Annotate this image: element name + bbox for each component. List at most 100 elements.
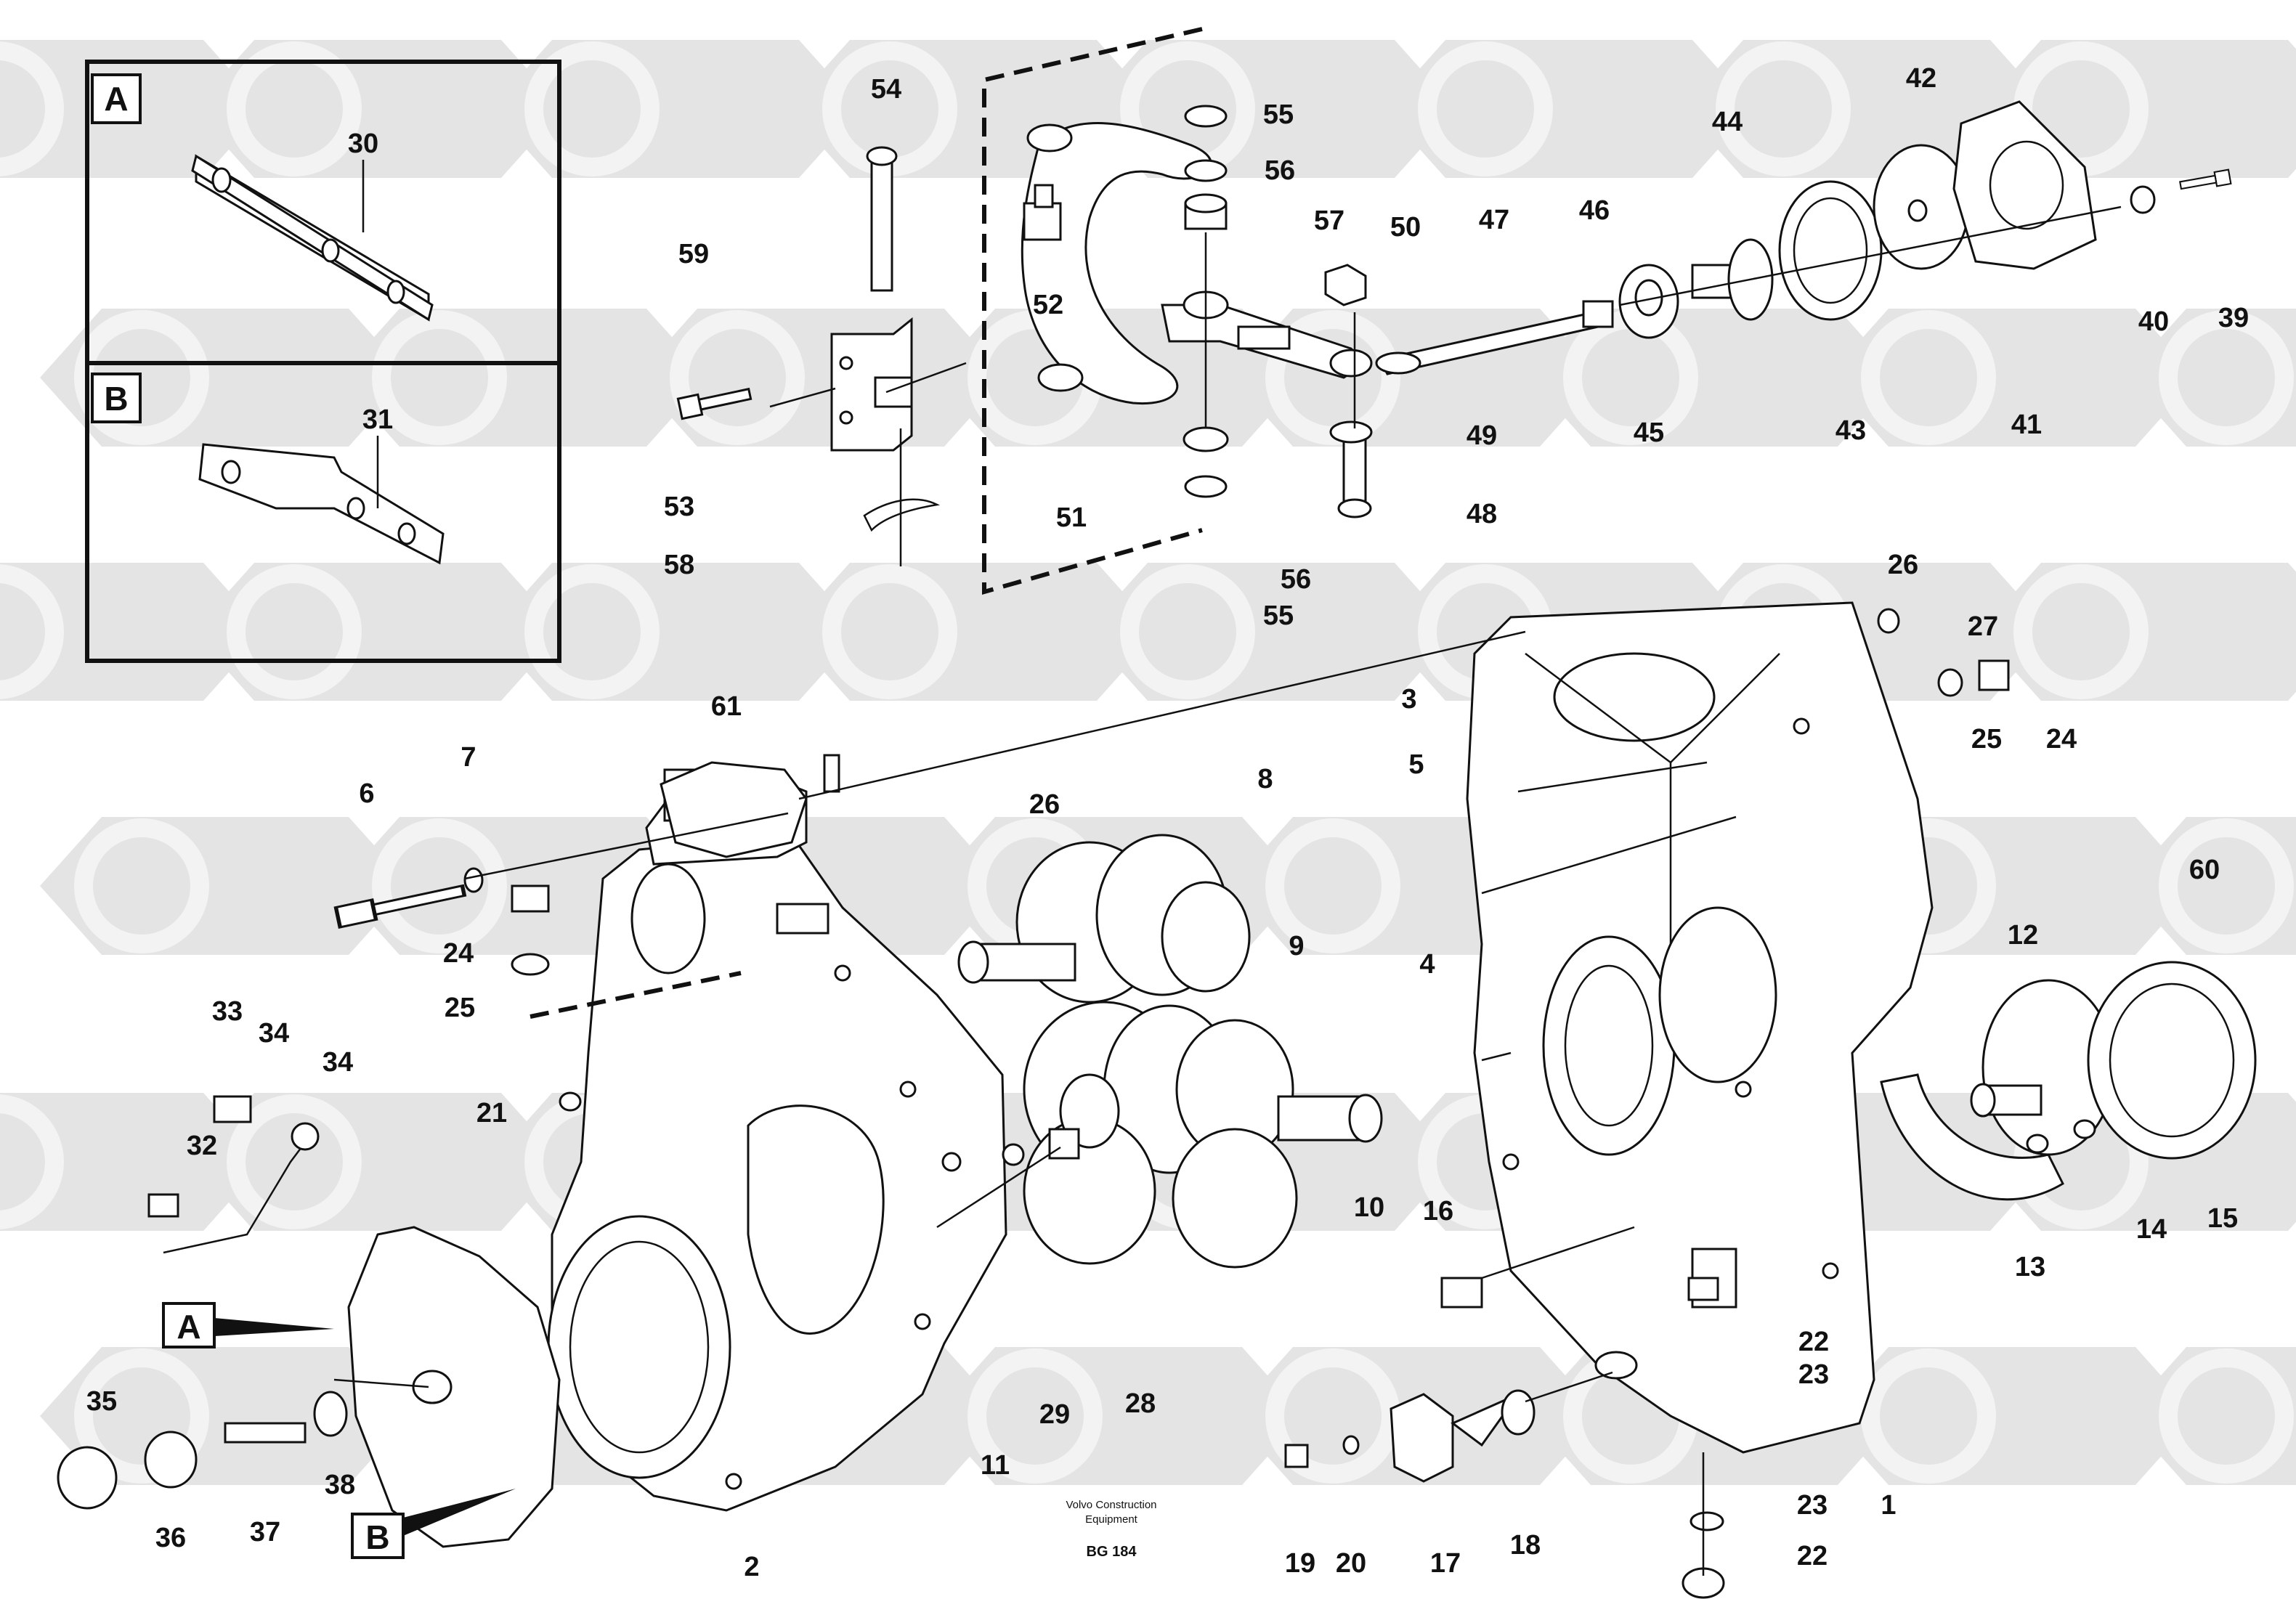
watermark-text: KOMПАРТ — [1607, 442, 1822, 488]
part-label-42: 42 — [1906, 63, 1936, 94]
callout-a: A — [162, 1302, 334, 1348]
watermark-text: COMPART — [715, 174, 928, 219]
callout-b: B — [351, 1489, 516, 1559]
part-label-23: 23 — [1797, 1490, 1828, 1521]
part-label-5: 5 — [1408, 749, 1424, 780]
part-label-3: 3 — [1401, 684, 1416, 715]
watermark-text: COMPART — [119, 696, 332, 742]
caption-line-2: Equipment — [1085, 1513, 1138, 1526]
part-label-44: 44 — [1712, 107, 1743, 137]
watermark-text: COMPART — [1906, 951, 2119, 996]
part-label-18: 18 — [1510, 1530, 1541, 1561]
bent-bracket-31 — [198, 443, 445, 565]
part-label-32: 32 — [187, 1131, 217, 1161]
watermark-text: KOMПАРТ — [2202, 696, 2296, 742]
part-label-34: 34 — [259, 1018, 289, 1049]
part-label-9: 9 — [1289, 931, 1304, 961]
watermark-text: COMPART — [715, 696, 928, 742]
part-label-25: 25 — [445, 993, 475, 1023]
part-label-24: 24 — [2046, 724, 2077, 754]
part-label-39: 39 — [2218, 303, 2249, 333]
part-label-26: 26 — [1888, 550, 1918, 580]
part-label-26: 26 — [1029, 789, 1060, 820]
part-label-12: 12 — [2008, 920, 2038, 951]
rear-cover-parts — [1880, 961, 2257, 1201]
part-label-53: 53 — [664, 492, 694, 522]
part-label-41: 41 — [2011, 410, 2042, 440]
part-label-50: 50 — [1390, 212, 1421, 243]
part-label-57: 57 — [1314, 206, 1344, 236]
watermark-text: KOMПАРТ — [2202, 442, 2296, 488]
watermark-text: COMPART — [1310, 1226, 1523, 1272]
svg-text:B: B — [365, 1518, 389, 1556]
detail-box-b: B 31 — [85, 361, 561, 663]
part-label-60: 60 — [2189, 855, 2220, 885]
part-label-29: 29 — [1039, 1399, 1070, 1430]
part-label-13: 13 — [2015, 1252, 2045, 1282]
watermark-text: COMPART — [1310, 1481, 1523, 1526]
part-label-45: 45 — [1634, 418, 1664, 448]
part-label-59: 59 — [678, 239, 709, 269]
watermark-text: COMPART — [1906, 1226, 2119, 1272]
part-label-55: 55 — [1263, 601, 1294, 631]
detail-box-a-letter: A — [104, 80, 128, 118]
part-label-22: 22 — [1798, 1327, 1829, 1357]
part-label-28: 28 — [1125, 1388, 1156, 1419]
watermark-text: COMPART — [119, 951, 332, 996]
part-label-36: 36 — [155, 1523, 186, 1553]
part-label-40: 40 — [2138, 306, 2169, 337]
caption-line-1: Volvo Construction — [1066, 1499, 1156, 1511]
watermark-text: COMPART — [119, 1481, 332, 1526]
part-label-61: 61 — [711, 691, 742, 722]
part-label-58: 58 — [664, 550, 694, 580]
part-label-14: 14 — [2136, 1214, 2167, 1245]
part-label-30: 30 — [348, 129, 378, 159]
part-label-7: 7 — [461, 742, 476, 773]
watermark-text: COMPART — [119, 1226, 332, 1272]
part-label-43: 43 — [1835, 415, 1866, 446]
part-label-56: 56 — [1281, 564, 1311, 595]
part-label-55: 55 — [1263, 99, 1294, 130]
watermark-text: KOMПАРТ — [415, 696, 630, 742]
part-label-1: 1 — [1881, 1490, 1896, 1521]
part-label-10: 10 — [1354, 1192, 1384, 1223]
watermark-text: COMPART — [1906, 696, 2119, 742]
watermark-text: KOMПАРТ — [1011, 696, 1226, 742]
part-label-2: 2 — [744, 1552, 759, 1582]
part-label-25: 25 — [1971, 724, 2002, 754]
watermark-text: COMPART — [1906, 442, 2119, 488]
part-label-17: 17 — [1430, 1548, 1461, 1579]
watermark-text: KOMПАРТ — [2202, 1226, 2296, 1272]
part-label-33: 33 — [212, 996, 243, 1027]
bracket-plate-30 — [191, 154, 434, 322]
part-label-52: 52 — [1033, 290, 1063, 320]
drawing-code: BG 184 — [1087, 1544, 1137, 1560]
watermark-hex — [1979, 563, 2296, 701]
part-label-6: 6 — [359, 778, 374, 809]
part-label-22: 22 — [1797, 1541, 1828, 1571]
watermark-text: KOMПАРТ — [415, 442, 630, 488]
caption: Volvo Construction Equipment BG 184 — [1066, 1499, 1156, 1560]
detail-box-b-letter: B — [104, 380, 128, 418]
part-label-51: 51 — [1056, 503, 1087, 533]
part-label-38: 38 — [325, 1470, 355, 1500]
part-label-37: 37 — [250, 1517, 280, 1547]
part-label-16: 16 — [1423, 1196, 1453, 1226]
part-label-11: 11 — [981, 1450, 1010, 1481]
part-label-47: 47 — [1479, 205, 1509, 235]
watermark-text: KOMПАРТ — [1607, 174, 1822, 219]
part-label-24: 24 — [443, 938, 474, 969]
watermark-text: COMPART — [1906, 1481, 2119, 1526]
part-label-31: 31 — [362, 404, 393, 435]
alignment-lines — [333, 206, 2122, 1576]
part-label-15: 15 — [2207, 1203, 2238, 1234]
part-label-48: 48 — [1467, 499, 1497, 529]
part-label-54: 54 — [871, 74, 901, 105]
part-label-49: 49 — [1467, 420, 1497, 451]
rear-housing-1 — [1466, 601, 1934, 1454]
part-label-34: 34 — [323, 1047, 353, 1078]
part-label-56: 56 — [1265, 155, 1295, 186]
part-label-21: 21 — [476, 1098, 507, 1128]
part-label-20: 20 — [1336, 1548, 1366, 1579]
part-label-46: 46 — [1579, 195, 1610, 226]
